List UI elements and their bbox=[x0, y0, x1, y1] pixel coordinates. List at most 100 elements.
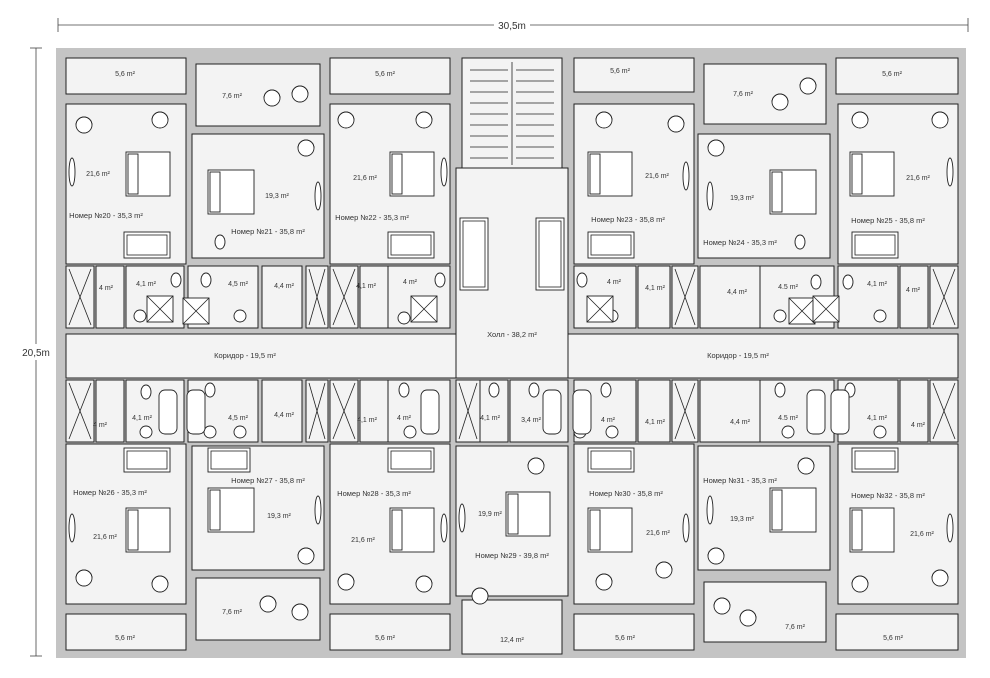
storage-area-t1: 4 m² bbox=[99, 285, 114, 292]
wardrobe bbox=[308, 382, 326, 440]
storage bbox=[95, 379, 125, 443]
wardrobe bbox=[332, 382, 356, 440]
bathroom bbox=[387, 379, 451, 443]
bath-area-t3: 4,1 m² bbox=[356, 283, 377, 290]
balcony bbox=[573, 57, 695, 93]
armchair-back bbox=[263, 89, 281, 99]
sofa-seat bbox=[590, 234, 632, 256]
bath-area-t1: 4,1 m² bbox=[136, 281, 157, 288]
balcony bbox=[461, 599, 563, 655]
balcony-area-top-1: 5,6 m² bbox=[115, 71, 136, 78]
sofa-seat bbox=[590, 450, 632, 470]
bathtub bbox=[542, 389, 562, 435]
sofa-seat bbox=[210, 450, 248, 470]
bath-area-b3: 4,1 m² bbox=[357, 417, 378, 424]
balcony bbox=[329, 613, 451, 651]
sink bbox=[133, 309, 147, 323]
storage-area-b6: 4 m² bbox=[911, 422, 926, 429]
sink bbox=[233, 425, 247, 439]
balcony bbox=[835, 57, 959, 95]
sofa-seat bbox=[462, 220, 486, 288]
armchair-back bbox=[415, 111, 433, 121]
sofa bbox=[587, 447, 635, 473]
wall-lamp bbox=[946, 513, 954, 543]
storage bbox=[899, 265, 929, 329]
room-label-20: Номер №20 - 35,3 m² bbox=[69, 211, 143, 220]
bedroom-area-27: 19,3 m² bbox=[267, 513, 291, 520]
wardrobe bbox=[458, 382, 478, 440]
toilet bbox=[214, 234, 226, 250]
sink bbox=[203, 425, 217, 439]
wall-lamp bbox=[440, 513, 448, 543]
storage-area-t3: 4 m² bbox=[403, 279, 418, 286]
width-dim-bg bbox=[494, 19, 530, 31]
bedroom-area-25: 21,6 m² bbox=[906, 175, 930, 182]
armchair-back bbox=[297, 139, 315, 149]
bedroom-area-30: 21,6 m² bbox=[646, 530, 670, 537]
toilet bbox=[528, 382, 540, 398]
bed-pillow bbox=[589, 153, 601, 195]
room-label-32: Номер №32 - 35,8 m² bbox=[851, 491, 925, 500]
bath-area-t4: 4,1 m² bbox=[645, 285, 666, 292]
armchair-back bbox=[415, 575, 433, 585]
corridor-left bbox=[65, 333, 457, 379]
bedroom-area-21: 19,3 m² bbox=[265, 193, 289, 200]
sink bbox=[139, 425, 153, 439]
armchair-back bbox=[931, 569, 949, 579]
balcony bbox=[329, 57, 451, 95]
sink bbox=[605, 425, 619, 439]
bath-area-t2: 4,5 m² bbox=[228, 281, 249, 288]
sink bbox=[403, 425, 417, 439]
room-label-28: Номер №28 - 35,3 m² bbox=[337, 489, 411, 498]
sofa bbox=[387, 231, 435, 259]
sink bbox=[873, 309, 887, 323]
height-dim-bg bbox=[26, 344, 46, 360]
balcony-area-bottom-3: 5,6 m² bbox=[375, 635, 396, 642]
bed-pillow bbox=[771, 171, 783, 213]
height-dimension: 20,5m bbox=[22, 348, 50, 359]
shower-line bbox=[410, 295, 438, 323]
wall-lamp bbox=[682, 161, 690, 191]
bath-area-b29b: 3,4 m² bbox=[521, 417, 542, 424]
sofa bbox=[535, 217, 565, 291]
armchair-back bbox=[297, 547, 315, 557]
wall-lamp bbox=[68, 157, 76, 187]
wall-lamp bbox=[946, 157, 954, 187]
armchair-back bbox=[527, 457, 545, 467]
bath-area-b4: 4,1 m² bbox=[645, 419, 666, 426]
toilet bbox=[774, 382, 786, 398]
wardrobe bbox=[308, 268, 326, 326]
armchair-back bbox=[75, 569, 93, 579]
bedroom-area-26: 21,6 m² bbox=[93, 534, 117, 541]
storage bbox=[699, 265, 761, 329]
bath-area-b6: 4,1 m² bbox=[867, 415, 888, 422]
storage-area-b1: 4 m² bbox=[93, 422, 108, 429]
corridor-right-label: Коридор - 19,5 m² bbox=[707, 351, 769, 360]
corridor-left-label: Коридор - 19,5 m² bbox=[214, 351, 276, 360]
armchair-back bbox=[931, 111, 949, 121]
staircase bbox=[461, 57, 563, 169]
bed-pillow bbox=[589, 509, 601, 551]
wall-lamp bbox=[458, 503, 466, 533]
sofa-seat bbox=[390, 234, 432, 256]
bed-pillow bbox=[391, 153, 403, 195]
bedroom-area-28: 21,6 m² bbox=[351, 537, 375, 544]
bed-pillow bbox=[771, 489, 783, 531]
sofa-seat bbox=[126, 450, 168, 470]
sofa bbox=[123, 231, 171, 259]
bed-pillow bbox=[127, 509, 139, 551]
shower-line bbox=[146, 295, 174, 323]
room-label-26: Номер №26 - 35,3 m² bbox=[73, 488, 147, 497]
bathtub bbox=[572, 389, 592, 435]
shower-line bbox=[182, 297, 210, 325]
sofa-seat bbox=[538, 220, 562, 288]
sofa-seat bbox=[854, 450, 896, 470]
balcony-area-top-2: 7,6 m² bbox=[222, 93, 243, 100]
room-label-30: Номер №30 - 35,8 m² bbox=[589, 489, 663, 498]
bathtub bbox=[806, 389, 826, 435]
sink bbox=[773, 309, 787, 323]
armchair-back bbox=[337, 111, 355, 121]
wardrobe bbox=[674, 268, 696, 326]
wall-lamp bbox=[706, 181, 714, 211]
storage-area-b4: 4 m² bbox=[601, 417, 616, 424]
